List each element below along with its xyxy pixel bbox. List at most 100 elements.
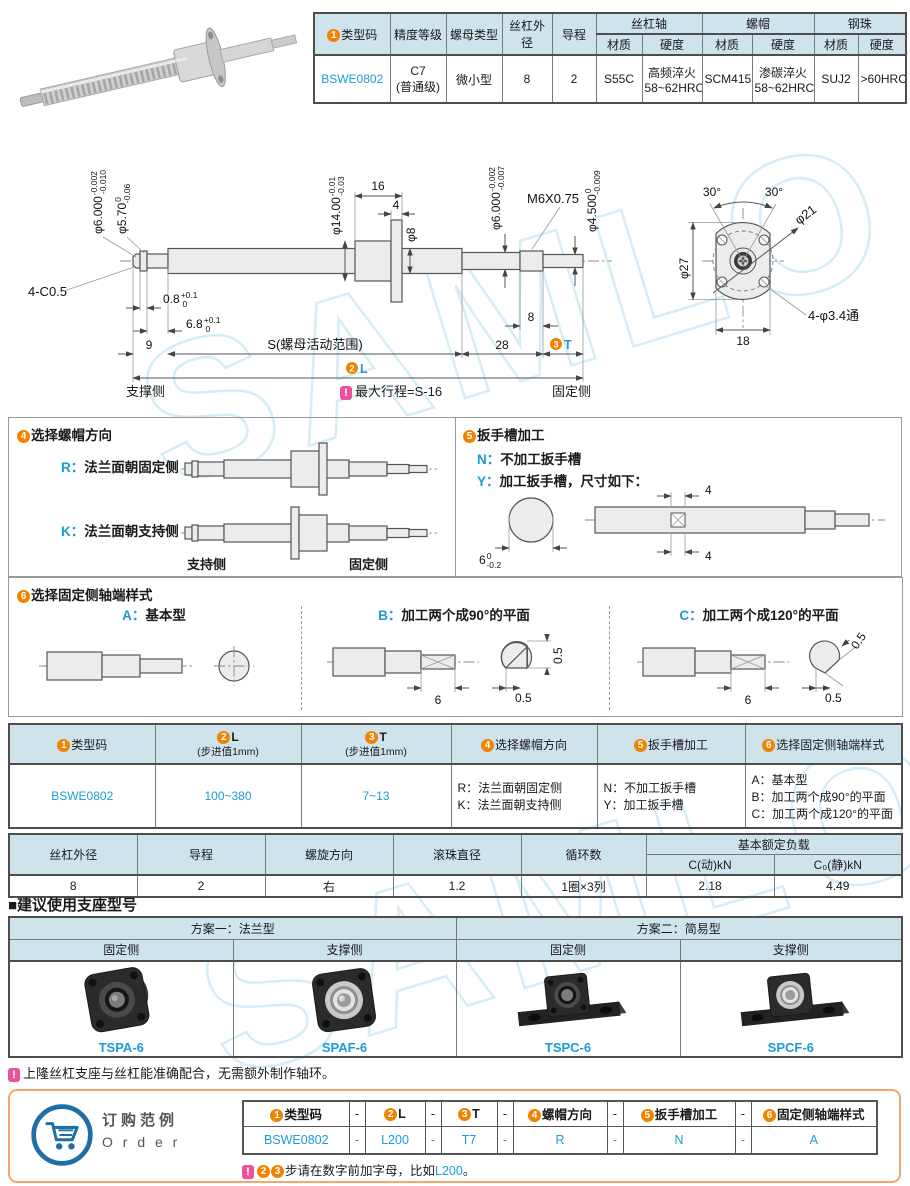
load-spec-table: 丝杠外径 导程 螺旋方向 滚珠直径 循环数 基本额定负载 C(动)kN C₀(静… [8, 833, 904, 898]
dim-chamfer: 4-C0.5 [28, 284, 67, 299]
dim-6-b: 6 [435, 693, 442, 707]
order-code-value[interactable]: BSWE0802 [242, 1125, 350, 1155]
badge-6: 6 [762, 738, 776, 752]
part-code-link[interactable]: BSWE0802 [313, 54, 391, 104]
badge-5: 5 [633, 738, 647, 752]
col-header-cap-material: 材质 [701, 33, 753, 56]
dim-m6: M6X0.75 [527, 191, 579, 206]
col-header-shaft-material: 材质 [595, 33, 643, 56]
warning-icon: ! [340, 386, 352, 400]
technical-drawing: 16 4 φ8 φ14.00-0.01-0.03 φ6.000-0.002-0.… [0, 130, 910, 415]
order-dash: - [606, 1100, 624, 1127]
badge-2: 2 [257, 1165, 270, 1178]
badge-3 [550, 338, 562, 350]
badge-4: 4 [527, 1109, 541, 1123]
spcf-photo [740, 972, 850, 1027]
col-header-shaft: 丝杠轴 [595, 12, 703, 35]
badge-2: 2 [217, 730, 231, 744]
dim-holes: 4-φ3.4通 [808, 308, 859, 323]
badge-3: 3 [458, 1107, 472, 1121]
option-c-label: C：加工两个成120°的平面 [679, 608, 839, 623]
badge-1: 1 [327, 28, 341, 42]
col-header-c-dynamic: C(动)kN [645, 854, 775, 876]
od-value: 8 [8, 874, 138, 898]
end-style-a-diagram [29, 626, 279, 715]
support-cell-spaf: SPAF-6 [232, 960, 457, 1058]
badge-1: 1 [270, 1109, 284, 1123]
part-code-link[interactable]: BSWE0802 [8, 763, 156, 829]
cart-icon [28, 1101, 96, 1174]
precision-value: C7(普通级) [389, 54, 447, 104]
col-header-cap-hardness: 硬度 [751, 33, 815, 56]
od-value: 8 [501, 54, 553, 104]
order-end-value: A [750, 1125, 878, 1155]
badge-6: 6 [762, 1109, 776, 1123]
dim-30-right: 30° [765, 185, 783, 199]
order-slot-value: N [622, 1125, 736, 1155]
dim-phi6-left: φ6.000-0.002-0.010 [89, 170, 108, 234]
order-dash: - [424, 1100, 442, 1127]
order-dash: - [348, 1125, 366, 1155]
support-name-link[interactable]: TSPC-6 [544, 1040, 592, 1055]
support-side-header: 支撑侧 [232, 938, 457, 962]
tspc-photo [517, 972, 627, 1027]
option-a-label: A：基本型 [122, 608, 186, 623]
col-header-od: 丝杠外径 [501, 12, 553, 56]
product-photo [8, 4, 308, 126]
support-cell-spcf: SPCF-6 [679, 960, 903, 1058]
badge-3: 3 [271, 1165, 284, 1178]
support-name-link[interactable]: SPCF-6 [767, 1040, 814, 1055]
badge-3: 3 [365, 730, 379, 744]
col-header-lead: 导程 [551, 12, 597, 56]
badge-4: 4 [17, 430, 30, 443]
support-name-link[interactable]: TSPA-6 [98, 1040, 144, 1055]
dim-phi8: φ8 [404, 227, 418, 242]
order-t-value: T7 [440, 1125, 498, 1155]
order-dash: - [734, 1100, 752, 1127]
dim-30-left: 30° [703, 185, 721, 199]
col-header-shaft-hardness: 硬度 [641, 33, 703, 56]
support-cell-tspa: TSPA-6 [8, 960, 234, 1058]
dim-4-bottom: 4 [705, 549, 712, 563]
lead-value: 2 [136, 874, 266, 898]
col-header-nut-type: 螺母类型 [445, 12, 503, 56]
helix-direction-value: 右 [264, 874, 394, 898]
fixed-side-header: 固定侧 [8, 938, 234, 962]
option-k-label: K：法兰面朝支持侧 [61, 524, 179, 539]
order-dash: - [496, 1100, 514, 1127]
t-range-value: 7~13 [300, 763, 452, 829]
warning-icon: ! [242, 1165, 254, 1179]
support-name-link[interactable]: SPAF-6 [321, 1040, 368, 1055]
support-note: !上隆丝杠支座与丝杠能准确配合，无需额外制作轴环。 [8, 1063, 335, 1082]
support-photos-row: TSPA-6 SPAF-6 [8, 960, 903, 1058]
dim-9: 9 [146, 338, 153, 352]
dim-phi57: φ5.700-0.06 [113, 183, 132, 234]
col-header-c0-static: C₀(静)kN [773, 854, 903, 876]
dim-4: 4 [393, 198, 400, 212]
dim-phi45: φ4.5000-0.009 [583, 170, 602, 232]
ball-material-value: SUJ2 [813, 54, 859, 104]
badge-5: 5 [463, 430, 476, 443]
dim-4-top: 4 [705, 483, 712, 497]
dim-t-label: T [564, 338, 572, 352]
nut-type-value: 微小型 [445, 54, 503, 104]
